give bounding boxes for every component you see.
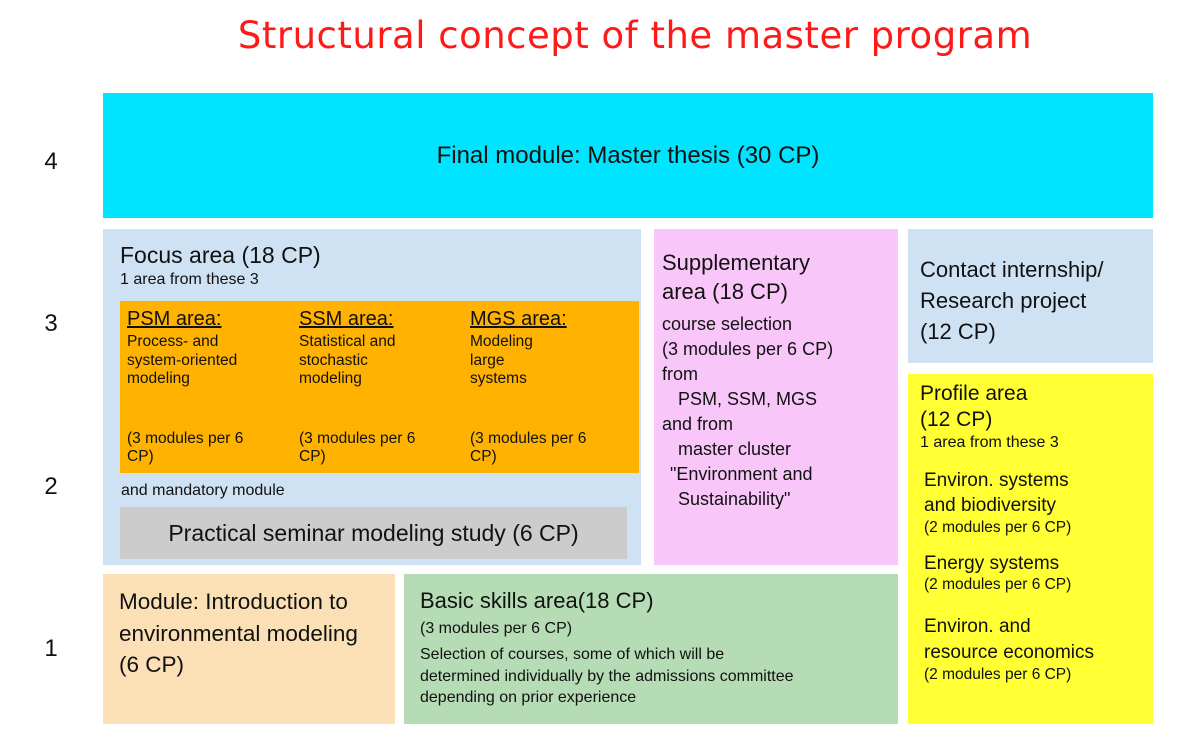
supplementary-title-line: Supplementary bbox=[662, 250, 810, 275]
supplementary-line: and from bbox=[662, 414, 734, 435]
ssm-area-line: Statistical and bbox=[299, 333, 396, 350]
row-number-3: 3 bbox=[44, 310, 58, 337]
supplementary-line: master cluster bbox=[678, 439, 792, 460]
contact-line: Research project bbox=[920, 287, 1087, 313]
practical-seminar-box: Practical seminar modeling study (6 CP) bbox=[120, 507, 627, 559]
mgs-area-line: large bbox=[470, 351, 505, 369]
intro-line: Module: Introduction to bbox=[119, 589, 348, 614]
diagram-title: Structural concept of the master program bbox=[237, 14, 1033, 57]
practical-seminar-label: Practical seminar modeling study (6 CP) bbox=[168, 519, 579, 546]
mgs-area-title: MGS area: bbox=[470, 308, 567, 330]
intro-line: environmental modeling bbox=[119, 620, 358, 646]
supplementary-line: PSM, SSM, MGS bbox=[678, 389, 818, 410]
supplementary-line: (3 modules per 6 CP) bbox=[662, 339, 834, 360]
basic-skills-title: Basic skills area(18 CP) bbox=[420, 588, 654, 613]
profile-title-line: (12 CP) bbox=[920, 408, 993, 432]
contact-internship-box: Contact internship/ Research project (12… bbox=[908, 229, 1153, 363]
psm-area-title: PSM area: bbox=[127, 308, 222, 330]
psm-note-line: CP) bbox=[127, 448, 154, 466]
supplementary-line: from bbox=[662, 364, 698, 385]
focus-area-subtitle: 1 area from these 3 bbox=[120, 271, 259, 288]
profile-item-line: and biodiversity bbox=[924, 495, 1057, 517]
profile-item-note: (2 modules per 6 CP) bbox=[924, 576, 1072, 594]
mgs-area-line: Modeling bbox=[470, 333, 533, 350]
psm-area-line: modeling bbox=[127, 370, 190, 388]
basic-skills-box: Basic skills area(18 CP) (3 modules per … bbox=[404, 574, 898, 724]
ssm-area-line: stochastic bbox=[299, 351, 368, 369]
profile-item-note: (2 modules per 6 CP) bbox=[924, 665, 1072, 683]
intro-module-box: Module: Introduction to environmental mo… bbox=[103, 574, 395, 724]
focus-area-title: Focus area (18 CP) bbox=[120, 242, 321, 268]
basic-skills-subtitle: (3 modules per 6 CP) bbox=[420, 620, 573, 637]
supplementary-line: Sustainability" bbox=[678, 489, 791, 510]
profile-item-environ-systems: Environ. systems and biodiversity (2 mod… bbox=[920, 468, 1141, 537]
ssm-note-line: CP) bbox=[299, 448, 326, 466]
mgs-area-box: MGS area: Modeling large systems (3 modu… bbox=[463, 301, 639, 473]
profile-item-line: Energy systems bbox=[924, 552, 1060, 574]
basic-skills-line: determined individually by the admission… bbox=[420, 667, 794, 685]
mgs-area-note: (3 modules per 6 CP) bbox=[470, 430, 586, 467]
contact-line: Contact internship/ bbox=[920, 257, 1104, 282]
profile-title-line: Profile area bbox=[920, 382, 1028, 405]
profile-item-note: (2 modules per 6 CP) bbox=[924, 518, 1072, 536]
ssm-area-box: SSM area: Statistical and stochastic mod… bbox=[292, 301, 467, 473]
psm-area-line: Process- and bbox=[127, 333, 219, 350]
focus-area-title-block: Focus area (18 CP) 1 area from these 3 bbox=[120, 242, 321, 289]
supplementary-area-box: Supplementary area (18 CP) course select… bbox=[654, 229, 898, 565]
basic-skills-description: Selection of courses, some of which will… bbox=[420, 644, 882, 709]
row-number-4: 4 bbox=[44, 148, 58, 175]
profile-item-line: Environ. systems bbox=[924, 469, 1069, 491]
profile-item-line: resource economics bbox=[924, 642, 1095, 664]
profile-item-energy-systems: Energy systems (2 modules per 6 CP) bbox=[920, 551, 1141, 595]
psm-area-line: system-oriented bbox=[127, 351, 238, 369]
mandatory-module-label: and mandatory module bbox=[121, 482, 285, 499]
supplementary-line: course selection bbox=[662, 314, 793, 335]
mgs-area-line: systems bbox=[470, 370, 527, 388]
ssm-area-title: SSM area: bbox=[299, 308, 394, 330]
supplementary-title: Supplementary area (18 CP) bbox=[662, 249, 890, 306]
psm-area-box: PSM area: Process- and system-oriented m… bbox=[120, 301, 296, 473]
ssm-area-note: (3 modules per 6 CP) bbox=[299, 430, 415, 467]
row-number-1: 1 bbox=[44, 635, 58, 662]
profile-subtitle: 1 area from these 3 bbox=[920, 433, 1059, 451]
supplementary-line: "Environment and bbox=[670, 464, 813, 485]
row-number-2: 2 bbox=[44, 473, 58, 500]
final-module-label: Final module: Master thesis (30 CP) bbox=[436, 141, 820, 169]
mgs-note-line: (3 modules per 6 bbox=[470, 429, 587, 447]
profile-item-line: Environ. and bbox=[924, 616, 1031, 638]
intro-line: (6 CP) bbox=[119, 652, 185, 677]
ssm-note-line: (3 modules per 6 bbox=[299, 429, 416, 447]
basic-skills-line: depending on prior experience bbox=[420, 689, 637, 707]
basic-skills-line: Selection of courses, some of which will… bbox=[420, 646, 725, 663]
ssm-area-line: modeling bbox=[299, 370, 362, 388]
contact-line: (12 CP) bbox=[920, 318, 996, 344]
supplementary-title-line: area (18 CP) bbox=[662, 278, 788, 304]
psm-note-line: (3 modules per 6 bbox=[127, 429, 244, 447]
profile-area-box: Profile area (12 CP) 1 area from these 3… bbox=[908, 374, 1153, 724]
final-module-box: Final module: Master thesis (30 CP) bbox=[103, 93, 1153, 218]
profile-item-resource-economics: Environ. and resource economics (2 modul… bbox=[920, 614, 1141, 683]
mgs-note-line: CP) bbox=[470, 448, 497, 466]
psm-area-note: (3 modules per 6 CP) bbox=[127, 430, 243, 467]
